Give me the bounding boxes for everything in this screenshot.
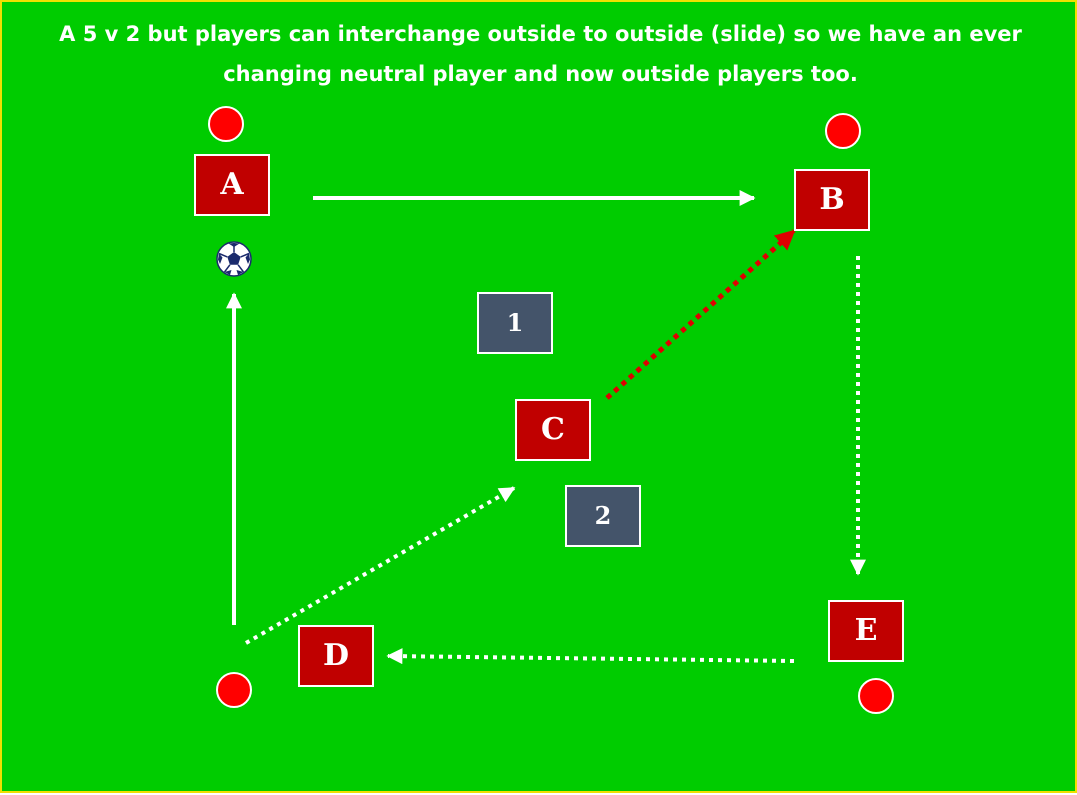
cone-top-right xyxy=(825,113,861,149)
defender-2: 2 xyxy=(565,485,641,547)
pass-e-to-d-arrow xyxy=(386,648,795,665)
player-e: E xyxy=(828,600,904,662)
soccer-ball-icon xyxy=(216,241,252,277)
player-d: D xyxy=(298,625,374,687)
cone-bottom-left xyxy=(216,672,252,708)
defender-1: 1 xyxy=(477,292,553,354)
cone-top-left xyxy=(208,106,244,142)
player-a: A xyxy=(194,154,270,216)
diagram-title: A 5 v 2 but players can interchange outs… xyxy=(59,22,1022,86)
player-c: C xyxy=(515,399,591,461)
cone-bottom-right xyxy=(858,678,894,714)
player-b: B xyxy=(794,169,870,231)
pass-d-to-c-arrow xyxy=(244,486,516,645)
pass-c-to-b-arrow xyxy=(605,229,796,400)
